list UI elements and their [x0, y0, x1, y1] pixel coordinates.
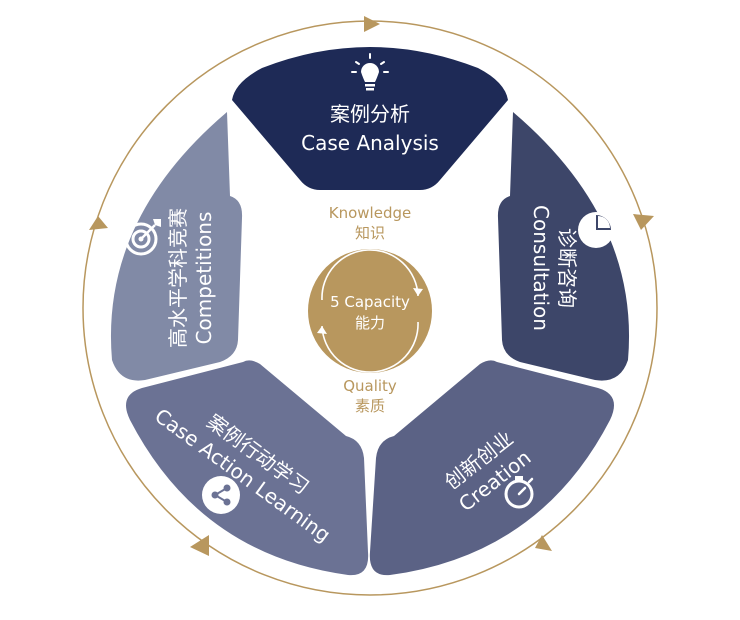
center-arrow-arc-top — [321, 249, 419, 301]
knowledge-zh: 知识 — [355, 224, 385, 242]
competitions-zh: 高水平学科竞赛 — [166, 208, 190, 348]
segment-creation[interactable] — [369, 360, 614, 576]
share-icon — [202, 476, 240, 514]
ring-arrow-top — [364, 16, 380, 32]
target-icon — [124, 219, 161, 256]
ring-arrow-left — [89, 216, 108, 230]
segment-case-action-learning[interactable] — [126, 360, 369, 576]
ring-arrow-bottom-left — [190, 535, 209, 556]
center-arrow-head-bottom — [317, 326, 327, 334]
center-circle — [308, 249, 432, 373]
segment-consultation[interactable] — [497, 112, 630, 381]
lightbulb-icon — [351, 53, 389, 91]
ring-arrow-bottom-right — [535, 535, 552, 551]
quality-zh: 素质 — [355, 397, 385, 415]
center-arrow-head-top — [413, 288, 423, 296]
ring-arrow-right — [633, 214, 654, 230]
segment-competitions[interactable] — [110, 112, 243, 381]
case-analysis-en: Case Analysis — [301, 131, 439, 155]
knowledge-en: Knowledge — [329, 204, 411, 222]
center-label-zh: 能力 — [355, 314, 385, 332]
center-label-en: 5 Capacity — [330, 293, 410, 311]
case-analysis-zh: 案例分析 — [330, 102, 410, 126]
center-arrow-arc-bottom — [321, 321, 419, 373]
pie-chart-icon — [578, 212, 614, 248]
quality-en: Quality — [343, 377, 397, 395]
segment-case-analysis[interactable] — [232, 47, 508, 190]
consultation-zh: 诊断咨询 — [555, 228, 579, 308]
competitions-en: Competitions — [192, 212, 216, 345]
stopwatch-icon — [504, 476, 534, 509]
consultation-en: Consultation — [529, 205, 553, 331]
